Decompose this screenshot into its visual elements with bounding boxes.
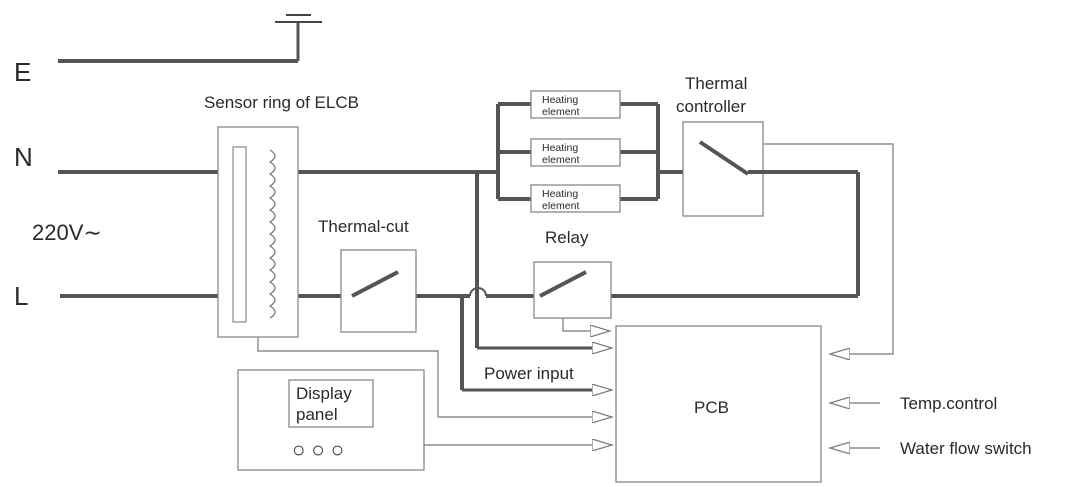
power-input-label: Power input <box>484 364 574 383</box>
elcb-sensor-ring: Sensor ring of ELCB <box>204 93 359 338</box>
display-panel-label-2: panel <box>296 405 338 424</box>
voltage-label: 220V∼ <box>32 220 102 245</box>
svg-text:element: element <box>542 200 579 212</box>
svg-text:Heating: Heating <box>542 188 578 200</box>
svg-text:Heating: Heating <box>542 94 578 106</box>
display-panel-label-1: Display <box>296 384 352 403</box>
earth-line <box>58 14 322 63</box>
neutral-label: N <box>14 142 33 172</box>
thermal-cut-label: Thermal-cut <box>318 217 409 236</box>
svg-text:element: element <box>542 154 579 166</box>
thermal-controller: Thermal controller <box>676 74 860 296</box>
relay-label: Relay <box>545 228 589 247</box>
svg-text:element: element <box>542 106 579 118</box>
pcb-label: PCB <box>694 398 729 417</box>
water-flow-switch-label: Water flow switch <box>900 439 1032 458</box>
relay: Relay <box>533 228 612 319</box>
live-line <box>60 287 858 392</box>
thermal-controller-label-1: Thermal <box>685 74 747 93</box>
earth-label: E <box>14 57 31 87</box>
display-buttons: ○ ○ ○ <box>292 437 344 462</box>
sensor-ring-label: Sensor ring of ELCB <box>204 93 359 112</box>
heating-element-1: Heating element <box>530 90 621 119</box>
heating-element-3: Heating element <box>530 184 621 213</box>
elcb-coil <box>268 149 276 319</box>
svg-text:Heating: Heating <box>542 142 578 154</box>
thermal-cut: Thermal-cut <box>318 217 417 333</box>
display-panel: Display panel ○ ○ ○ <box>237 369 425 471</box>
temp-control-label: Temp.control <box>900 394 997 413</box>
thermal-controller-label-2: controller <box>676 97 746 116</box>
heating-element-2: Heating element <box>530 138 621 167</box>
heating-element-bank: Heating element Heating element Heating … <box>496 90 700 213</box>
pcb-signal-lines <box>257 143 894 448</box>
pcb-box: PCB <box>615 325 822 483</box>
live-label: L <box>14 281 28 311</box>
